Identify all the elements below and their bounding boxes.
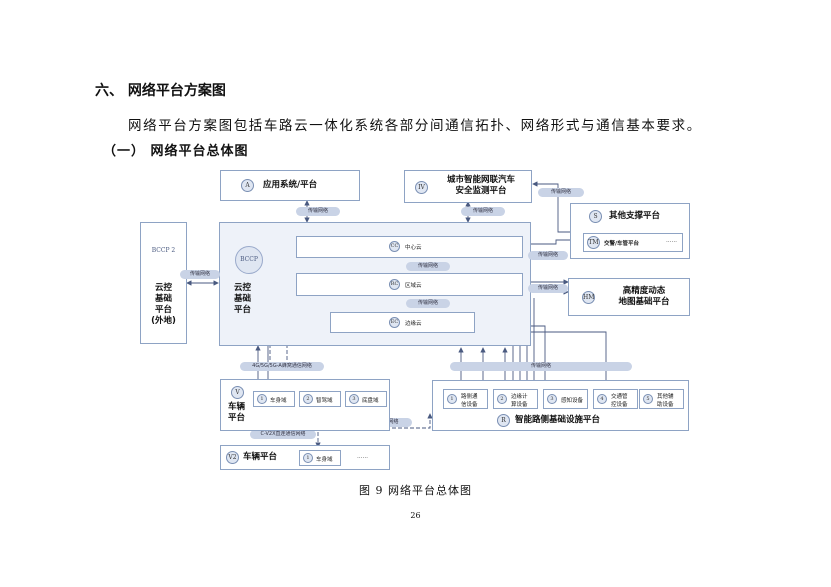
page-number: 26	[410, 511, 421, 520]
app-platform-box: A 应用系统/平台	[220, 170, 360, 201]
roadside-item-4: 4 交通管 控设备	[593, 389, 638, 409]
roadside-item-1-l2: 信设备	[461, 402, 478, 408]
bccp2-platform-box: BCCP 2 云控 基础 平台 (外地)	[140, 222, 187, 344]
roadside-item-4-l1: 交通管	[611, 394, 628, 400]
ec-label: 边缘云	[405, 321, 422, 327]
roadside-item-2: 2 边缘计 算设备	[493, 389, 538, 409]
bccp-l2: 基础	[234, 294, 252, 304]
vehicle2-domain-1: 1 车身域	[299, 450, 341, 466]
rc-label: 区域云	[405, 283, 422, 289]
vehicle-l1: 车辆	[228, 402, 246, 412]
roadside-item-2-l1: 边缘计	[511, 394, 528, 400]
ec-badge: EC	[389, 317, 400, 328]
hdmap-line1: 高精度动态	[622, 286, 666, 296]
section-title: 六、 网络平台方案图	[95, 83, 226, 99]
vehicle-domain-3-label: 底盘域	[362, 398, 379, 404]
monitor-badge: IV	[415, 181, 428, 194]
vehicle2-domain-1-label: 车身域	[316, 457, 333, 463]
net-label-app: 传输网络	[296, 207, 340, 216]
edge-cloud-box: EC 边缘云	[330, 312, 475, 333]
mobile-network-label: 4G/5G/5G-A蜂窝通信网络	[240, 362, 324, 371]
bccp-l1: 云控	[234, 283, 252, 293]
bccp-l3: 平台	[234, 305, 252, 315]
hdmap-platform-box: HM 高精度动态 地图基础平台	[568, 278, 690, 316]
subsection-title: （一） 网络平台总体图	[103, 144, 249, 159]
tm-platform-box: TM 交警/车管平台 ……	[583, 233, 683, 252]
vehicle-domain-2-num: 2	[303, 394, 313, 404]
cc-badge: CC	[389, 241, 400, 252]
net-label-cc-rc: 传输网络	[406, 262, 450, 271]
vehicle-domain-2-label: 智驾域	[316, 398, 333, 404]
support-platform-box: S 其他支撑平台 TM 交警/车管平台 ……	[570, 203, 690, 259]
vehicle2-title: 车辆平台	[243, 452, 278, 462]
region-cloud-box: RC 区域云	[296, 273, 523, 296]
rc-badge: RC	[389, 279, 400, 290]
bccp2-l2: 基础	[154, 294, 172, 304]
net-label-support: 传输网络	[528, 251, 568, 260]
net-label-roadside: 传输网络	[450, 362, 632, 371]
roadside-item-5: 5 其他辅 助设备	[639, 389, 684, 409]
hdmap-line2: 地图基础平台	[618, 297, 670, 307]
roadside-item-3: 3 感知设备	[543, 389, 588, 409]
roadside-item-5-num: 5	[643, 394, 653, 404]
figure-caption: 图 9 网络平台总体图	[359, 484, 472, 497]
app-badge: A	[241, 179, 254, 192]
vehicle-domain-3: 3 底盘域	[345, 391, 387, 407]
hdmap-badge: HM	[582, 291, 595, 304]
vehicle-domain-1-num: 1	[257, 394, 267, 404]
roadside-badge: R	[497, 414, 510, 427]
tm-label: 交警/车管平台	[604, 241, 640, 247]
roadside-item-1-l1: 路侧通	[461, 394, 478, 400]
roadside-item-2-num: 2	[497, 394, 507, 404]
vehicle2-badge: V2	[226, 451, 239, 464]
roadside-item-1-num: 1	[447, 394, 457, 404]
roadside-item-5-l1: 其他辅	[657, 394, 674, 400]
monitor-platform-box: IV 城市智能网联汽车 安全监测平台	[404, 170, 532, 203]
tm-more: ……	[666, 238, 677, 244]
vehicle-domain-1: 1 车身域	[253, 391, 295, 407]
net-label-support-top: 传输网络	[538, 188, 584, 197]
vehicle2-more: ……	[357, 454, 368, 460]
vehicle2-domain-1-num: 1	[303, 453, 313, 463]
support-title: 其他支撑平台	[609, 211, 661, 221]
net-label-monitor: 传输网络	[461, 207, 505, 216]
vehicle-domain-2: 2 智驾域	[299, 391, 341, 407]
roadside-item-4-l2: 控设备	[611, 402, 628, 408]
intro-paragraph: 网络平台方案图包括车路云一体化系统各部分间通信拓扑、网络形式与通信基本要求。	[128, 118, 702, 134]
vehicle-domain-3-num: 3	[349, 394, 359, 404]
vehicle-domain-1-label: 车身域	[270, 398, 287, 404]
net-label-rc-ec: 传输网络	[406, 299, 450, 308]
bccp2-l4: (外地)	[151, 316, 176, 326]
bccp2-l3: 平台	[154, 305, 172, 315]
vehicle-badge: V	[231, 386, 244, 399]
tm-badge: TM	[587, 236, 600, 249]
monitor-title-line1: 城市智能网联汽车	[446, 175, 515, 185]
net-label-hdmap: 传输网络	[528, 284, 568, 293]
v2x-label-vehicle: C-V2X直连通信网络	[250, 430, 316, 439]
net-label-bccp2: 传输网络	[180, 270, 220, 279]
bccp2-badge: BCCP 2	[151, 247, 176, 254]
roadside-item-3-l1: 感知设备	[561, 398, 584, 404]
support-badge: S	[589, 210, 602, 223]
vehicle-platform-box: V 车辆 平台 1 车身域 2 智驾域 3 底盘域	[220, 379, 390, 431]
roadside-item-3-num: 3	[547, 394, 557, 404]
bccp2-l1: 云控	[154, 283, 172, 293]
bccp-badge: BCCP	[235, 246, 263, 274]
app-title: 应用系统/平台	[263, 180, 318, 190]
roadside-item-5-l2: 助设备	[657, 402, 674, 408]
roadside-item-2-l2: 算设备	[511, 402, 528, 408]
cc-label: 中心云	[405, 245, 422, 251]
roadside-title: 智能路侧基础设施平台	[515, 415, 601, 425]
vehicle2-platform-box: V2 车辆平台 1 车身域 ……	[220, 445, 390, 470]
center-cloud-box: CC 中心云	[296, 236, 523, 258]
roadside-platform-box: 1 路侧通 信设备 2 边缘计 算设备 3 感知设备 4 交通管 控设备 5 其…	[432, 380, 689, 431]
roadside-item-4-num: 4	[597, 394, 607, 404]
roadside-item-1: 1 路侧通 信设备	[443, 389, 488, 409]
vehicle-l2: 平台	[228, 413, 246, 423]
monitor-title-line2: 安全监测平台	[455, 186, 507, 196]
